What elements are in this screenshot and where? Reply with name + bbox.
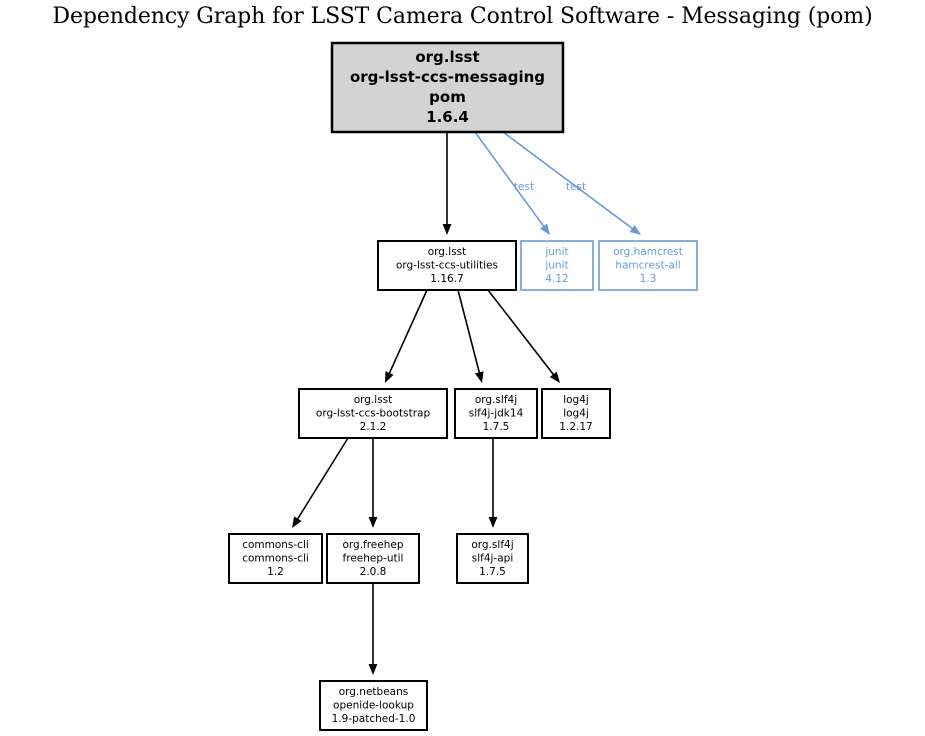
edge-bootstrap-to-freehep-util-arrowhead-icon <box>368 517 378 528</box>
node-label-hamcrest-line-1: hamcrest-all <box>615 260 680 272</box>
graph-node-openide-lookup[interactable]: org.netbeans openide-lookup1.9-patched-1.… <box>319 680 428 731</box>
edge-bootstrap-to-commons-cli <box>296 437 349 521</box>
page-title: Dependency Graph for LSST Camera Control… <box>52 4 873 29</box>
edge-utilities-to-slf4j-jdk14 <box>457 289 481 375</box>
node-label-utilities-line-0: org.lsst <box>428 246 467 258</box>
node-label-messaging-line-2: pom <box>429 88 466 106</box>
node-box-hamcrest[interactable] <box>598 240 698 291</box>
node-label-messaging-line-1: org-lsst-ccs-messaging <box>350 68 545 86</box>
edge-utilities-to-bootstrap-arrowhead-icon <box>385 371 394 383</box>
graph-node-messaging[interactable]: org.lsst org-lsst-ccs-messaging pom 1.6.4 <box>330 41 565 134</box>
node-label-slf4j-api-line-0: org.slf4j <box>471 539 513 551</box>
node-box-bootstrap[interactable] <box>298 388 448 439</box>
node-label-slf4j-jdk14-line-2: 1.7.5 <box>483 421 510 433</box>
node-label-slf4j-jdk14-line-0: org.slf4j <box>475 394 517 406</box>
edges-layer: test test <box>292 131 641 675</box>
node-label-freehep-util-line-0: org.freehep <box>342 539 403 551</box>
node-label-junit-line-0: junit <box>544 246 568 258</box>
node-box-messaging[interactable] <box>330 41 565 134</box>
node-label-openide-lookup-line-1: openide-lookup <box>333 700 414 712</box>
node-label-commons-cli-line-2: 1.2 <box>267 566 284 578</box>
node-label-commons-cli-line-1: commons-cli <box>242 553 309 565</box>
node-label-bootstrap-line-0: org.lsst <box>354 394 393 406</box>
edge-messaging-to-junit <box>474 131 546 228</box>
node-label-openide-lookup-line-2: 1.9-patched-1.0 <box>332 713 416 725</box>
edge-slf4j-jdk14-to-slf4j-api-arrowhead-icon <box>488 517 498 528</box>
node-box-slf4j-api[interactable] <box>456 533 529 584</box>
node-label-bootstrap-line-1: org-lsst-ccs-bootstrap <box>316 408 431 420</box>
edge-messaging-to-hamcrest <box>502 131 634 230</box>
node-label-freehep-util-line-1: freehep-util <box>343 553 404 565</box>
node-box-junit[interactable] <box>520 240 594 291</box>
node-label-slf4j-api-line-2: 1.7.5 <box>479 566 506 578</box>
node-box-utilities[interactable] <box>377 240 517 291</box>
nodes-layer: org.lsstorg-lsst-ccs-messagingpom1.6.4or… <box>228 41 698 731</box>
node-label-slf4j-api-line-1: slf4j-api <box>472 553 514 565</box>
node-label-freehep-util-line-2: 2.0.8 <box>360 566 387 578</box>
edge-messaging-to-hamcrest-arrowhead-icon <box>629 224 641 235</box>
edge-utilities-to-slf4j-jdk14-arrowhead-icon <box>474 371 484 383</box>
node-label-slf4j-jdk14-line-1: slf4j-jdk14 <box>469 408 524 420</box>
node-box-slf4j-jdk14[interactable] <box>454 388 538 439</box>
node-box-openide-lookup[interactable] <box>319 680 428 731</box>
edge-utilities-to-log4j-arrowhead-icon <box>549 371 560 383</box>
node-label-commons-cli-line-0: commons-cli <box>242 539 309 551</box>
node-label-messaging-line-0: org.lsst <box>415 48 479 66</box>
edge-freehep-util-to-openide-lookup-arrowhead-icon <box>368 664 378 675</box>
edge-bootstrap-to-commons-cli-arrowhead-icon <box>292 516 302 528</box>
node-label-messaging-line-3: 1.6.4 <box>426 108 469 126</box>
node-label-utilities-line-1: org-lsst-ccs-utilities <box>396 260 498 272</box>
node-box-log4j[interactable] <box>541 388 611 439</box>
node-label-hamcrest-line-2: 1.3 <box>640 273 657 285</box>
node-label-log4j-line-2: 1.2.17 <box>559 421 592 433</box>
edge-messaging-to-hamcrest-scope-label: test <box>566 181 586 193</box>
node-label-junit-line-1: junit <box>544 260 568 272</box>
node-label-junit-line-2: 4.12 <box>545 273 568 285</box>
edge-utilities-to-log4j <box>487 289 555 376</box>
node-label-openide-lookup-line-0: org.netbeans <box>339 686 408 698</box>
node-label-log4j-line-1: log4j <box>563 408 589 420</box>
node-box-commons-cli[interactable] <box>228 533 323 584</box>
node-label-utilities-line-2: 1.16.7 <box>430 273 463 285</box>
edge-utilities-to-bootstrap <box>388 289 428 375</box>
node-label-hamcrest-line-0: org.hamcrest <box>613 246 683 258</box>
edge-messaging-to-junit-arrowhead-icon <box>539 223 550 235</box>
node-label-log4j-line-0: log4j <box>563 394 589 406</box>
edge-messaging-to-junit-scope-label: test <box>514 181 534 193</box>
node-label-bootstrap-line-2: 2.1.2 <box>360 421 387 433</box>
node-box-freehep-util[interactable] <box>326 533 420 584</box>
edge-messaging-to-utilities-arrowhead-icon <box>442 224 452 235</box>
